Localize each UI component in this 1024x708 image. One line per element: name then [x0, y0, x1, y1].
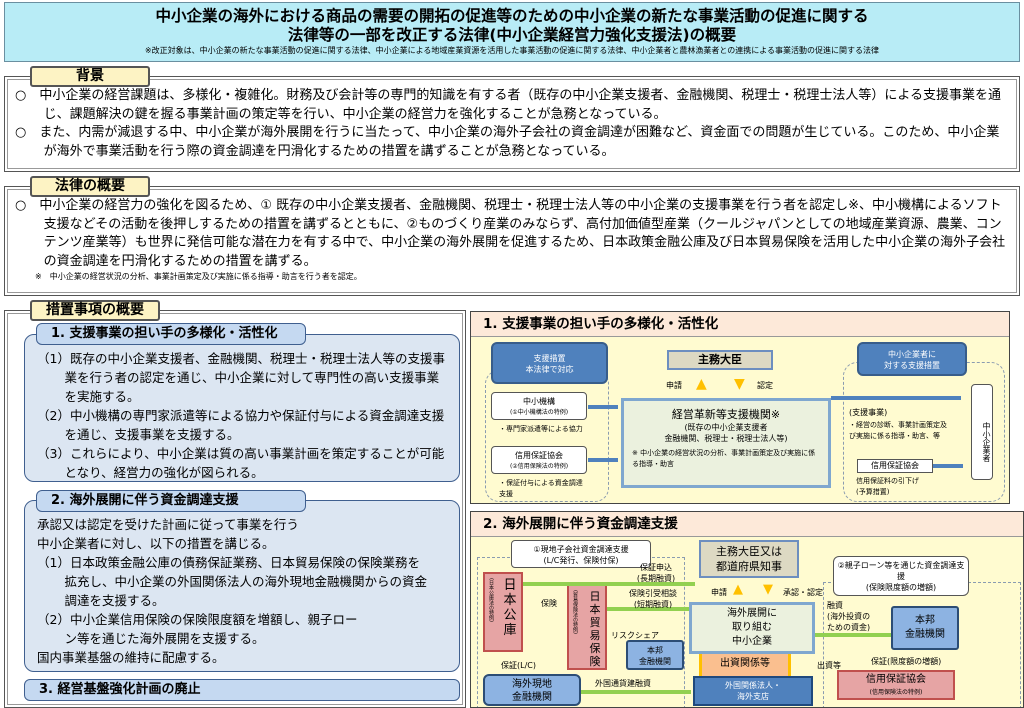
minister-governor-box: 主務大臣又は 都道府県知事: [699, 540, 799, 578]
support-org-sub: (既存の中小企業支援者 金融機関、税理士・税理士法人等): [664, 423, 788, 443]
investment-relation-box: 出資関係等: [699, 654, 791, 676]
arrow-left-icon: [523, 582, 695, 586]
guarantee-application-label: 保証申込 (長期融資): [636, 563, 676, 583]
kiko-sub: (①中小機構法の特例): [509, 409, 569, 416]
background-item: ○ また、内需が減退する中、中小企業が海外展開を行うに当たって、中小企業の海外子…: [15, 125, 1000, 159]
measure-2-outro: 国内事業基盤の維持に配慮する。: [37, 650, 225, 665]
kiko-box: 中小機構 (①中小機構法の特例): [491, 392, 587, 420]
certify-label: 認定: [757, 381, 773, 390]
sme-box: 中小企業者: [971, 384, 993, 480]
support-label: (支援事業): [849, 408, 888, 417]
arrow-right-icon: [588, 458, 618, 462]
lc-guarantee-label: 保証(L/C): [501, 661, 536, 670]
credit-guarantee-box: 信用保証協会 (信用保険法の特例): [837, 670, 955, 700]
apply-label: 申請: [666, 381, 682, 390]
hosho-sub: (②信用保険法の特例): [509, 463, 569, 470]
nexi-box: 日本貿易保険 (貿易保険法の特例): [567, 584, 607, 670]
measure-1-body: （1）既存の中小企業支援者、金融機関、税理士・税理士法人等の支援事業を行う者の認…: [24, 334, 460, 482]
cgc-label: 信用保証協会: [866, 674, 926, 685]
left-head-box: 支援措置 本法律で対応: [491, 342, 608, 384]
document-title-box: 中小企業の海外における商品の需要の開拓の促進等のための中小企業の新たな事業活動の…: [4, 2, 1020, 62]
arrow-right-icon: [581, 690, 691, 694]
loan-label: 融資 (海外投資の ための資金): [827, 601, 871, 632]
arrow-right-icon: [831, 396, 961, 400]
hosho-note: ・保証付与による資金調達支援: [499, 479, 583, 498]
overview-section: ○ 中小企業の経営力の強化を図るため、① 既存の中小企業支援者、金融機関、税理士…: [4, 186, 1020, 296]
up-arrow-icon: ▲: [733, 582, 743, 597]
domestic-bank-small-box: 本邦 金融機関: [626, 640, 684, 670]
fx-loan-label: 外国通貨建融資: [595, 679, 651, 688]
diagram-1-title: 1. 支援事業の担い手の多様化・活性化: [471, 312, 1009, 337]
investment-label: 出資等: [817, 661, 841, 670]
insurance-label: 保険: [541, 599, 557, 608]
kiko-note: ・専門家派遣等による協力: [499, 425, 583, 433]
measure-2-item: （1）日本政策金融公庫の債務保証業務、日本貿易保険の保険業務を拡充し、中小企業の…: [37, 555, 428, 608]
background-label: 背景: [30, 66, 150, 87]
arrow-right-icon: [933, 464, 963, 468]
jfc-label: 日本公庫: [503, 578, 517, 638]
title-line-2: 法律等の一部を改正する法律(中小企業経営力強化支援法)の概要: [287, 26, 737, 44]
support-org-box: 経営革新等支援機関※ (既存の中小企業支援者 金融機関、税理士・税理士法人等) …: [621, 398, 831, 488]
measure-1-item: （2）中小機構の専門家派遣等による協力や保証付与による資金調達支援を通じ、支援事…: [37, 408, 445, 442]
down-arrow-icon: ▼: [734, 376, 745, 392]
measure-3-title: 3. 経営基盤強化計画の廃止: [24, 679, 460, 701]
title-line-1: 中小企業の海外における商品の需要の開拓の促進等のための中小企業の新たな事業活動の…: [155, 7, 869, 25]
measure-1-title: 1. 支援事業の担い手の多様化・活性化: [36, 323, 306, 345]
right-head-box: 中小企業者に 対する支援措置: [857, 342, 967, 376]
callout-subsidiary-finance: ①現地子会社資金調達支援 (L/C発行、保険付保): [511, 540, 651, 568]
measure-2-item: （2）中小企業信用保険の保険限度額を増額し、親子ローン等を通じた海外展開を支援す…: [37, 612, 358, 646]
right-hosho-box: 信用保証協会: [857, 459, 933, 473]
measure-1-item: （1）既存の中小企業支援者、金融機関、税理士・税理士法人等の支援事業を行う者の認…: [37, 351, 445, 404]
measures-label: 措置事項の概要: [30, 300, 160, 321]
support-org-title: 経営革新等支援機関※: [671, 408, 781, 421]
diagram-overseas-finance: 2. 海外展開に伴う資金調達支援 ①現地子会社資金調達支援 (L/C発行、保険付…: [470, 511, 1024, 708]
overview-label: 法律の概要: [30, 176, 150, 197]
background-section: ○ 中小企業の経営課題は、多様化・複雑化。財務及び会計等の専門的知識を有する者（…: [4, 76, 1020, 172]
insurance-consult-label: 保険引受相談 (短期融資): [629, 589, 677, 609]
measure-2-title: 2. 海外展開に伴う資金調達支援: [36, 490, 306, 512]
nexi-sub: (貿易保険法の特例): [572, 590, 578, 634]
callout-parent-loan: ②親子ローン等を通じた資金調達支援 (保険限度額の増額): [833, 556, 969, 596]
hosho-box: 信用保証協会 (②信用保険法の特例): [491, 446, 587, 474]
sme-overseas-box: 海外展開に 取り組む 中小企業: [689, 602, 815, 654]
measure-2-body: 承認又は認定を受けた計画に従って事業を行う中小企業者に対し、以下の措置を講じる。…: [24, 500, 460, 672]
minister-box: 主務大臣: [667, 350, 773, 370]
diagram-support-diversification: 1. 支援事業の担い手の多様化・活性化 支援措置 本法律で対応 主務大臣 申請 …: [470, 311, 1010, 504]
jfc-sub: (日本公庫法の特例): [488, 578, 494, 622]
local-bank-box: 海外現地 金融機関: [483, 674, 581, 706]
background-item: ○ 中小企業の経営課題は、多様化・複雑化。財務及び会計等の専門的知識を有する者（…: [15, 88, 1001, 122]
approve-label: 承認・認定: [783, 588, 823, 597]
measure-1-item: （3）これらにより、中小企業は質の高い事業計画を策定することが可能となり、経営力…: [37, 446, 445, 480]
limit-guarantee-label: 保証(限度額の増額): [871, 657, 942, 666]
cgc-sub: (信用保険法の特例): [869, 689, 923, 696]
down-arrow-icon: ▼: [763, 582, 773, 597]
measure-2-intro: 承認又は認定を受けた計画に従って事業を行う中小企業者に対し、以下の措置を講じる。: [37, 517, 299, 551]
risk-share-label: リスクシェア: [611, 631, 659, 640]
nexi-label: 日本貿易保険: [589, 590, 601, 668]
hosho-label: 信用保証協会: [515, 451, 563, 460]
support-note: ・経営の診断、事業計画策定及び実施に係る指導・助言、等: [849, 421, 947, 440]
jfc-box: 日本公庫 (日本公庫法の特例): [483, 572, 523, 652]
arrow-right-icon: [588, 405, 618, 409]
overview-note: ※ 中小企業の経営状況の分析、事業計画策定及び実施に係る指導・助言を行う者を認定…: [35, 272, 362, 281]
arrow-left-icon: [815, 633, 891, 637]
right-note: 信用保証料の引下げ (予算措置): [856, 477, 919, 496]
apply-label: 申請: [711, 588, 727, 597]
kiko-label: 中小機構: [523, 397, 555, 406]
support-org-note: ※ 中小企業の経営状況の分析、事業計画策定及び実施に係る指導・助言: [632, 449, 816, 468]
diagram-2-title: 2. 海外展開に伴う資金調達支援: [471, 512, 1023, 537]
overview-text: ○ 中小企業の経営力の強化を図るため、① 既存の中小企業支援者、金融機関、税理士…: [15, 198, 1006, 269]
domestic-bank-box: 本邦 金融機関: [891, 606, 959, 650]
title-note: ※改正対象は、中小企業の新たな事業活動の促進に関する法律、中小企業による地域産業…: [144, 46, 880, 55]
up-arrow-icon: ▲: [696, 376, 707, 392]
arrow-left-icon: [607, 607, 695, 611]
foreign-affiliate-box: 外国関係法人・ 海外支店: [693, 676, 813, 706]
